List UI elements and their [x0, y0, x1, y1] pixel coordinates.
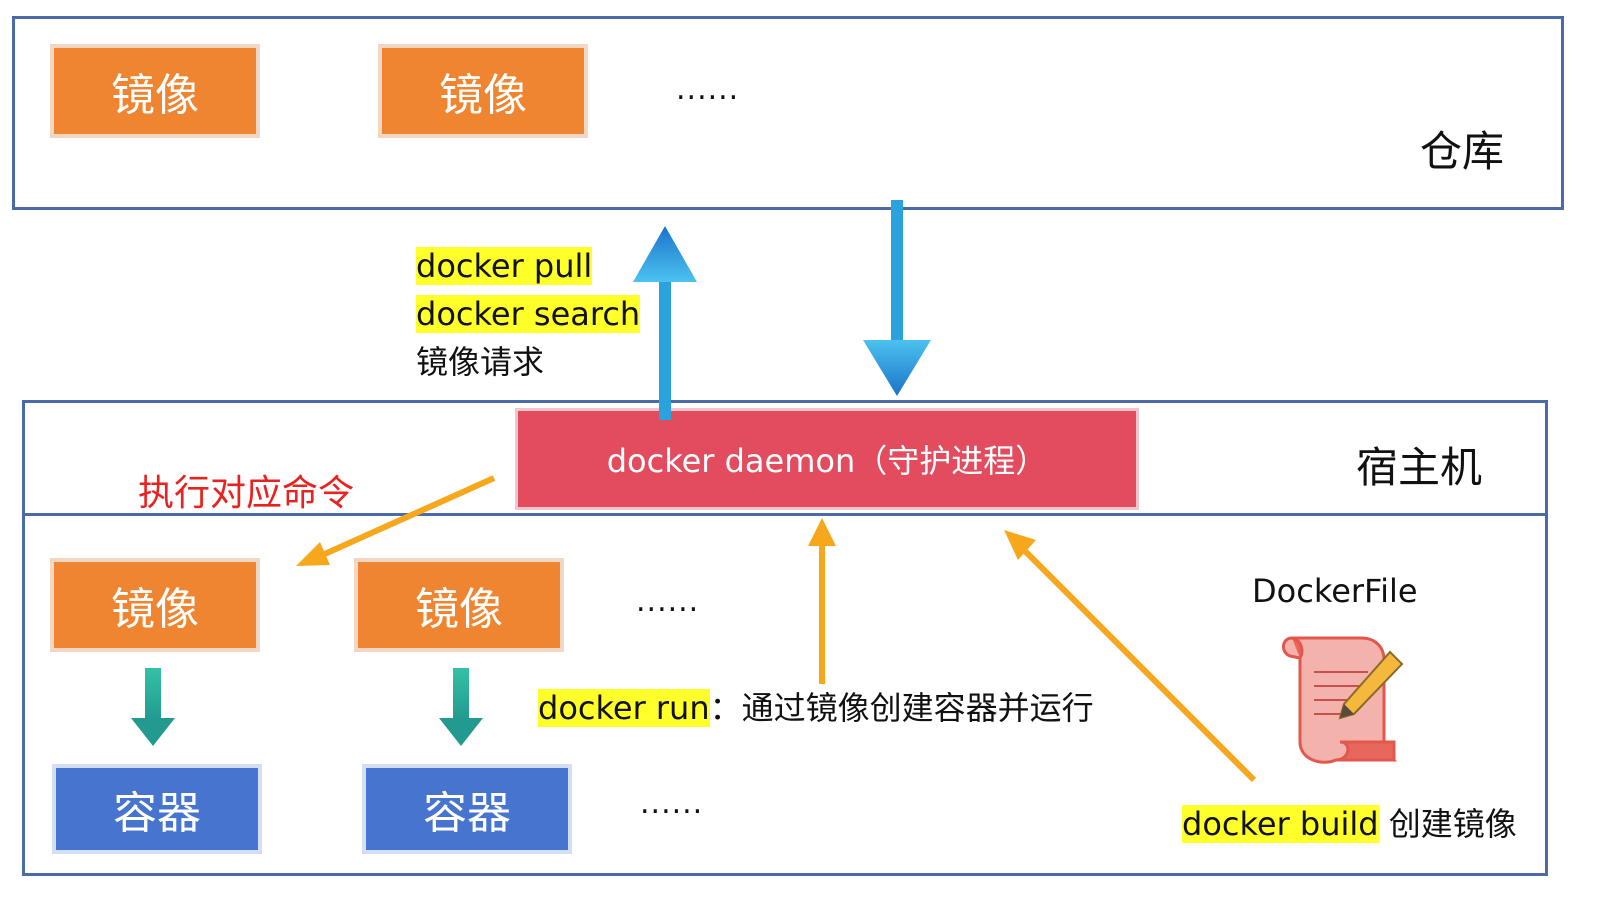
- scroll-document-icon: [1282, 636, 1404, 764]
- host-divider: [22, 513, 1548, 516]
- container-1: 容器: [52, 764, 262, 854]
- arrow-image-to-container-1: [131, 668, 175, 746]
- repo-image-1-label: 镜像: [111, 70, 199, 121]
- docker-build-desc: 创建镜像: [1378, 805, 1517, 843]
- host-label: 宿主机: [1356, 443, 1483, 492]
- docker-build-line: docker build 创建镜像: [1182, 802, 1517, 846]
- arrow-docker-run: [808, 518, 836, 684]
- dockerfile-label: DockerFile: [1252, 572, 1418, 610]
- container-2-label: 容器: [423, 788, 511, 839]
- image-request-label: 镜像请求: [416, 343, 545, 381]
- docker-pull-cmd: docker pull: [416, 247, 593, 285]
- host-image-1-label: 镜像: [111, 584, 199, 635]
- arrow-image-to-container-2: [439, 668, 483, 746]
- host-image-1: 镜像: [50, 558, 260, 652]
- host-frame: [22, 400, 1548, 876]
- repo-image-1: 镜像: [50, 44, 260, 138]
- arrow-up-to-repo: [633, 226, 697, 420]
- arrow-docker-build: [1004, 530, 1257, 783]
- docker-search-cmd: docker search: [416, 295, 641, 333]
- host-image-2-label: 镜像: [415, 584, 503, 635]
- request-commands: docker pull docker search 镜像请求: [416, 244, 641, 384]
- arrow-down-from-repo: [863, 200, 931, 396]
- docker-run-line: docker run：通过镜像创建容器并运行: [538, 686, 1094, 730]
- docker-run-desc: ：通过镜像创建容器并运行: [709, 689, 1094, 727]
- container-1-label: 容器: [113, 788, 201, 839]
- host-images-ellipsis: ......: [636, 584, 700, 619]
- repo-image-2: 镜像: [378, 44, 588, 138]
- docker-daemon-label: docker daemon（守护进程）: [606, 442, 1048, 480]
- host-image-2: 镜像: [354, 558, 564, 652]
- arrow-exec-command: [296, 475, 496, 566]
- repository-frame: [12, 16, 1564, 210]
- exec-command-label: 执行对应命令: [138, 473, 355, 514]
- docker-run-cmd: docker run: [538, 689, 710, 727]
- containers-ellipsis: ......: [640, 786, 704, 821]
- docker-daemon-box: docker daemon（守护进程）: [515, 408, 1139, 510]
- repo-ellipsis: ......: [676, 72, 740, 107]
- docker-build-cmd: docker build: [1182, 805, 1379, 843]
- container-2: 容器: [362, 764, 572, 854]
- repository-label: 仓库: [1420, 127, 1505, 176]
- repo-image-2-label: 镜像: [439, 70, 527, 121]
